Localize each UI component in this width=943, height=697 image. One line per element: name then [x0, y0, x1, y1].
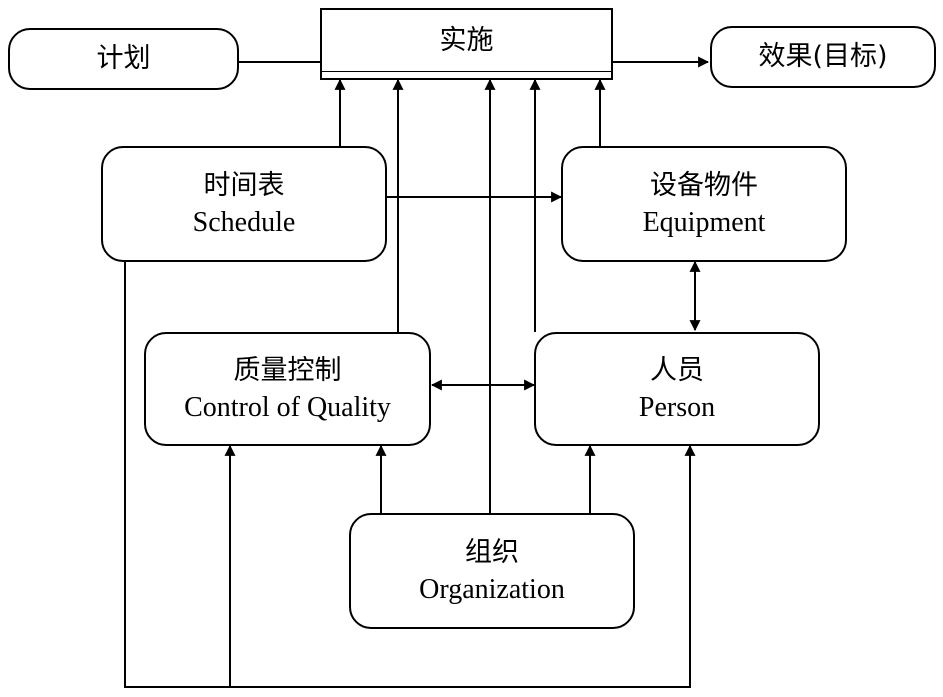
- node-organization-label-zh: 组织: [465, 537, 519, 569]
- node-organization: 组织 Organization: [349, 513, 635, 629]
- node-schedule-label-en: Schedule: [192, 207, 296, 239]
- node-person-label-zh: 人员: [650, 355, 704, 387]
- node-plan-label: 计划: [96, 43, 151, 75]
- node-schedule: 时间表 Schedule: [101, 146, 387, 262]
- node-person: 人员 Person: [534, 332, 820, 446]
- node-quality-label-en: Control of Quality: [184, 392, 391, 424]
- node-organization-label-en: Organization: [419, 574, 565, 606]
- node-person-label-en: Person: [638, 392, 716, 424]
- edge-schedule-bottom-loop: [124, 262, 696, 688]
- node-implementation-label: 实施: [439, 24, 494, 56]
- node-quality: 质量控制 Control of Quality: [144, 332, 431, 446]
- node-plan: 计划: [8, 28, 239, 90]
- node-equipment-label-en: Equipment: [642, 207, 766, 239]
- node-effect-label: 效果(目标): [758, 41, 888, 73]
- node-implementation: 实施: [320, 8, 613, 80]
- node-equipment: 设备物件 Equipment: [561, 146, 847, 262]
- node-schedule-label-zh: 时间表: [203, 170, 285, 202]
- node-quality-label-zh: 质量控制: [233, 355, 342, 387]
- node-equipment-label-zh: 设备物件: [650, 170, 758, 202]
- node-effect: 效果(目标): [710, 26, 936, 88]
